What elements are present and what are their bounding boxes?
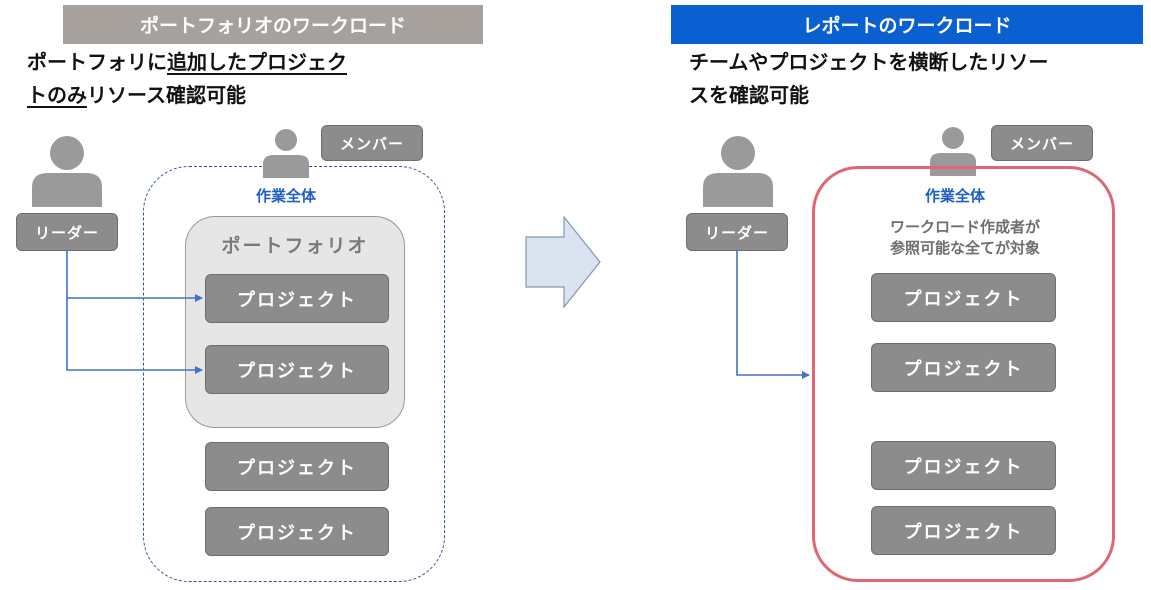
left-project-2-label: プロジェクト — [237, 360, 357, 382]
right-project-3-label: プロジェクト — [903, 456, 1024, 478]
left-header: ポートフォリオのワークロード — [63, 5, 483, 44]
right-member-label-text: メンバー — [1009, 134, 1074, 153]
left-description-line2: トのみリソース確認可能 — [27, 79, 347, 112]
right-scope-region — [812, 166, 1115, 582]
left-member-person-icon — [262, 128, 310, 178]
left-leader-person-icon — [30, 135, 104, 207]
transition-arrow-icon — [525, 215, 601, 309]
right-header: レポートのワークロード — [671, 5, 1143, 44]
right-scope-note: ワークロード作成者が 参照可能な全てが対象 — [850, 217, 1080, 259]
right-leader-person-icon — [701, 135, 775, 207]
left-project-2: プロジェクト — [205, 345, 389, 394]
left-header-text: ポートフォリオのワークロード — [139, 15, 406, 37]
portfolio-label: ポートフォリオ — [221, 235, 369, 257]
right-scope-label: 作業全体 — [924, 187, 985, 205]
left-leader-label-text: リーダー — [34, 223, 99, 242]
right-project-3: プロジェクト — [871, 441, 1056, 490]
left-project-4: プロジェクト — [205, 507, 389, 556]
right-description-line2: スを確認可能 — [689, 83, 809, 107]
right-project-4: プロジェクト — [871, 506, 1056, 555]
left-desc-underlined-2: トのみ — [27, 83, 87, 107]
right-project-1: プロジェクト — [871, 273, 1056, 322]
left-desc-prefix: ポートフォリに — [27, 50, 167, 74]
right-project-4-label: プロジェクト — [903, 521, 1024, 543]
left-leader-label: リーダー — [16, 213, 118, 251]
left-project-4-label: プロジェクト — [237, 522, 357, 544]
right-member-person-icon — [929, 126, 977, 176]
left-member-label-text: メンバー — [339, 134, 404, 153]
left-project-1: プロジェクト — [205, 274, 389, 323]
left-description-line1: ポートフォリに追加したプロジェク — [27, 46, 347, 79]
left-scope-label: 作業全体 — [255, 187, 316, 205]
left-desc-suffix: リソース確認可能 — [87, 83, 246, 107]
right-scope-note-line1: ワークロード作成者が — [889, 218, 1040, 236]
right-scope-note-line2: 参照可能な全てが対象 — [889, 239, 1040, 257]
left-project-3: プロジェクト — [205, 442, 389, 491]
left-desc-underlined-1: 追加したプロジェク — [167, 50, 347, 74]
left-project-1-label: プロジェクト — [237, 289, 357, 311]
left-description: ポートフォリに追加したプロジェク トのみリソース確認可能 — [27, 46, 347, 112]
right-project-1-label: プロジェクト — [903, 288, 1024, 310]
right-project-2-label: プロジェクト — [903, 358, 1024, 380]
right-project-2: プロジェクト — [871, 343, 1056, 392]
right-leader-label-text: リーダー — [704, 223, 769, 242]
right-leader-label: リーダー — [686, 213, 788, 251]
right-description-line1: チームやプロジェクトを横断したリソー — [689, 50, 1049, 74]
right-member-label: メンバー — [991, 125, 1093, 161]
right-header-text: レポートのワークロード — [802, 15, 1012, 37]
left-member-label: メンバー — [321, 125, 423, 161]
right-description: チームやプロジェクトを横断したリソー スを確認可能 — [689, 46, 1048, 112]
left-project-3-label: プロジェクト — [237, 457, 357, 479]
right-connector-to-scope — [736, 251, 810, 379]
